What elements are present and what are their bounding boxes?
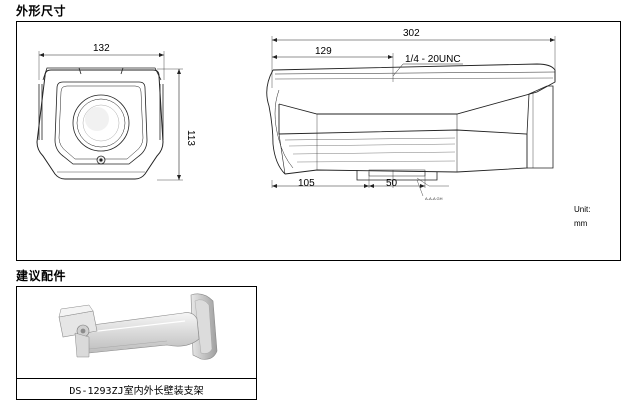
side-length-label: 302 [403,28,420,39]
dimension-drawing-frame: 132 113 [16,21,621,261]
front-width-label: 132 [93,43,110,54]
dimension-drawing: 132 113 [36,28,556,201]
front-lens [72,94,130,152]
dimensions-section-title: 外形尺寸 [16,4,67,18]
wall-mount-bracket-image [58,293,218,360]
side-mount-offset-label: 129 [315,46,332,57]
accessory-caption: DS-1293ZJ室内外长壁装支架 [17,378,256,399]
unit-label: Unit: [574,205,591,214]
side-mount-width-label: 50 [386,178,398,189]
tiny-annotation: A-A-A GH [425,196,443,201]
accessory-frame: DS-1293ZJ室内外长壁装支架 [16,286,257,400]
accessory-caption-text: DS-1293ZJ室内外长壁装支架 [69,385,204,397]
thread-spec-label: 1/4 - 20UNC [405,54,461,65]
accessories-section-title: 建议配件 [16,269,67,283]
side-view [266,36,556,197]
side-front-label: 105 [298,178,315,189]
unit-value: mm [574,219,588,228]
front-view [36,51,183,181]
front-height-label: 113 [185,130,196,146]
